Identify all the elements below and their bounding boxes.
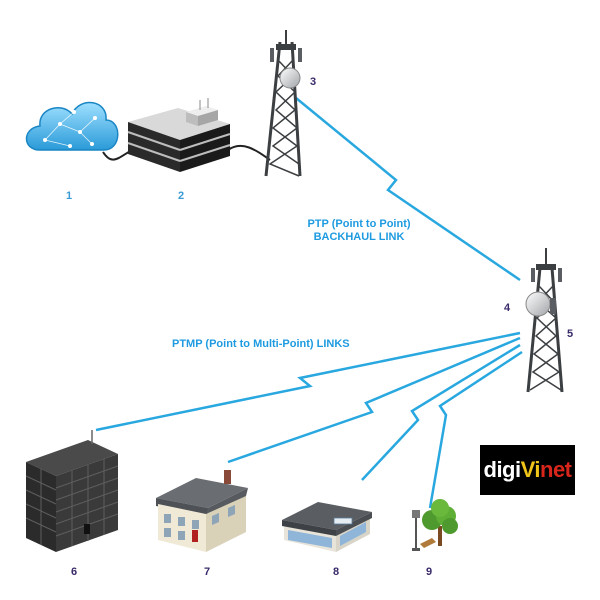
ptp-caption-line-2: BACKHAUL LINK <box>313 231 405 243</box>
ptp-caption-line-1: PTP (Point to Point) <box>307 218 411 230</box>
tower-icon <box>264 30 302 177</box>
label-node-2: 2 <box>178 190 185 202</box>
bench-icon <box>420 538 436 548</box>
label-node-9: 9 <box>426 566 433 578</box>
label-node-8: 8 <box>333 566 340 578</box>
dish-icon <box>279 67 301 89</box>
cable-cloud-to-datacenter <box>102 149 133 161</box>
house-icon <box>156 470 248 552</box>
label-node-6: 6 <box>71 566 78 578</box>
ptmp-links <box>95 331 523 509</box>
shop-icon <box>282 502 372 552</box>
link-to-office <box>95 331 521 432</box>
ptp-backhaul-link <box>295 97 521 282</box>
logo-part-vi: Vi <box>520 457 541 482</box>
ptp-link-caption: PTP (Point to Point) BACKHAUL LINK <box>298 218 420 244</box>
cable-datacenter-to-tower <box>227 144 271 161</box>
data-center-icon <box>127 98 231 172</box>
label-node-1: 1 <box>66 190 73 202</box>
cloud-icon <box>25 101 119 151</box>
link-to-shop <box>361 343 521 481</box>
logo-part-digi: digi <box>483 457 522 482</box>
label-node-7: 7 <box>204 566 211 578</box>
link-to-lamp <box>428 350 523 509</box>
ptmp-link-caption: PTMP (Point to Multi-Point) LINKS <box>172 338 350 350</box>
label-node-5: 5 <box>567 328 574 340</box>
sector-antenna-icon <box>550 298 556 314</box>
street-lamp-icon <box>412 510 420 551</box>
label-node-3: 3 <box>310 76 317 88</box>
tower-icon <box>526 248 564 393</box>
office-tower-icon <box>25 430 119 552</box>
tree-icon <box>420 499 458 548</box>
dish-icon <box>525 291 551 317</box>
link-to-house <box>227 336 521 464</box>
label-node-4: 4 <box>504 302 511 314</box>
logo-part-net: net <box>540 457 572 482</box>
